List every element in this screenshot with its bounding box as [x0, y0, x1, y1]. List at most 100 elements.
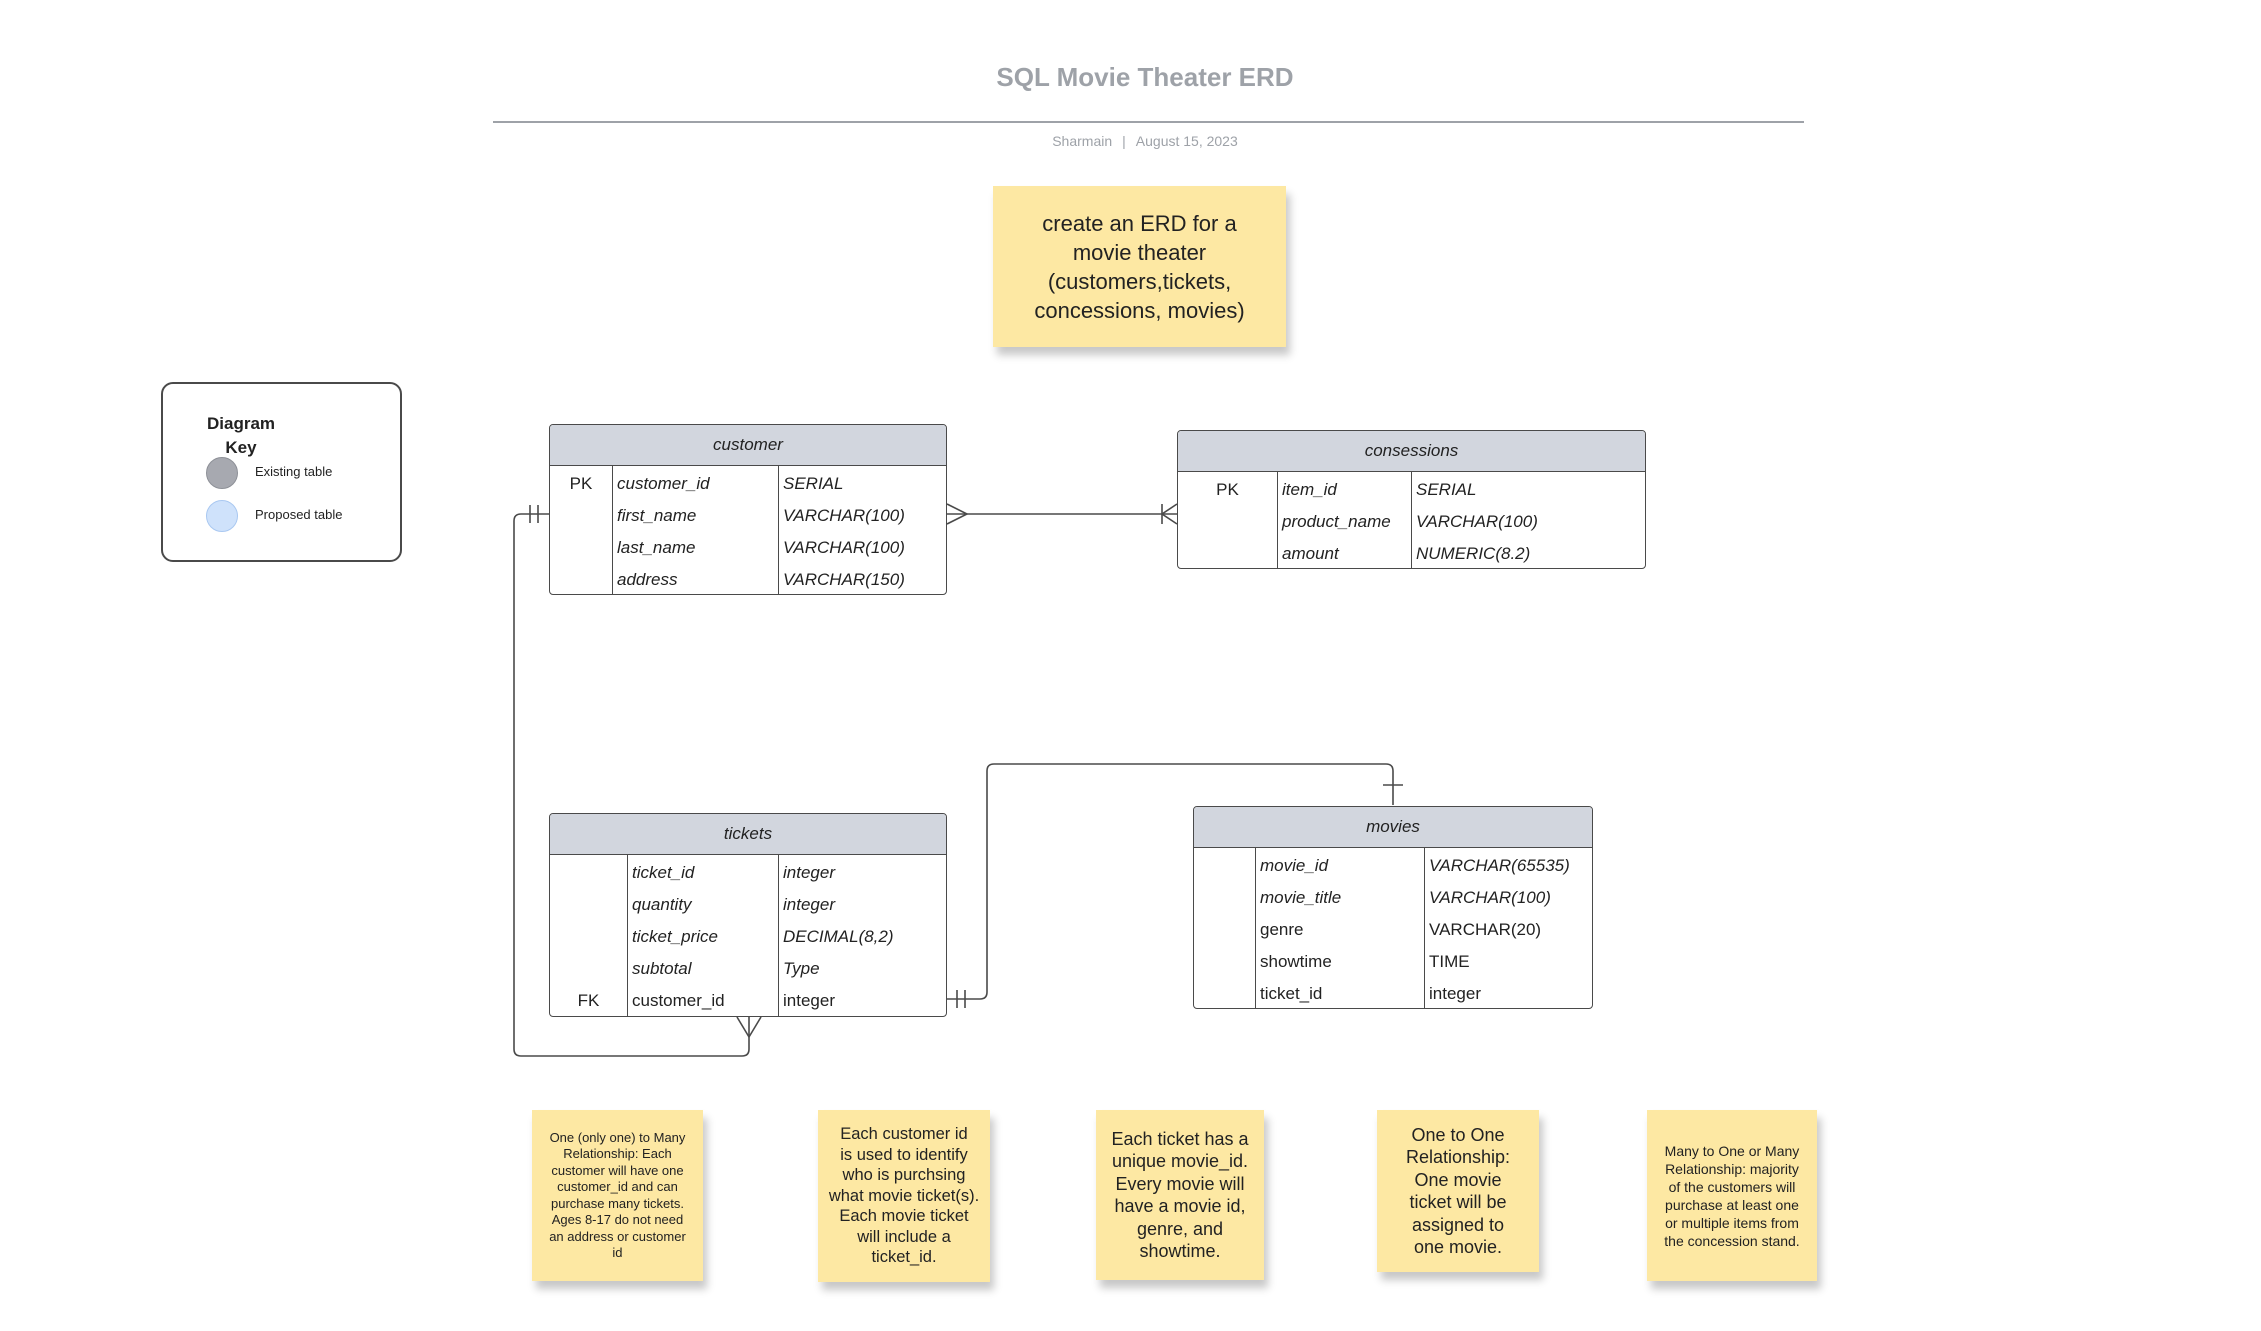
key-cell: [550, 889, 627, 921]
note-ticket-movie[interactable]: Each ticket has a unique movie_id. Every…: [1096, 1110, 1264, 1280]
table-row: ticket_price DECIMAL(8,2): [550, 921, 946, 953]
note-one-to-one[interactable]: One to One Relationship: One movie ticke…: [1377, 1110, 1539, 1272]
type-cell: Type: [783, 959, 820, 978]
type-cell: VARCHAR(65535): [1429, 856, 1570, 875]
table-row: amount NUMERIC(8.2): [1178, 538, 1645, 568]
type-cell: SERIAL: [783, 474, 844, 493]
table-row: PK item_id SERIAL: [1178, 474, 1645, 506]
key-cell: [550, 921, 627, 953]
table-row: last_name VARCHAR(100): [550, 532, 946, 564]
table-row: product_name VARCHAR(100): [1178, 506, 1645, 538]
type-cell: VARCHAR(100): [1429, 888, 1551, 907]
field-cell: showtime: [1260, 952, 1332, 971]
type-cell: VARCHAR(100): [1416, 512, 1538, 531]
type-cell: TIME: [1429, 952, 1470, 971]
tickets-table-header: tickets: [550, 814, 946, 855]
field-cell: ticket_id: [1260, 984, 1323, 1003]
key-cell: [1178, 538, 1277, 568]
type-cell: VARCHAR(100): [783, 506, 905, 525]
key-cell: [1178, 506, 1277, 538]
diagram-meta: Sharmain|August 15, 2023: [0, 133, 2261, 149]
table-row: showtime TIME: [1194, 946, 1592, 978]
key-cell: [550, 857, 627, 889]
key-cell: PK: [1216, 480, 1239, 499]
tickets-table[interactable]: tickets ticket_id integer quantity integ…: [549, 813, 947, 1017]
note-text: Each ticket has a unique movie_id. Every…: [1111, 1128, 1249, 1262]
field-cell: product_name: [1282, 512, 1391, 531]
field-cell: ticket_id: [632, 863, 695, 882]
existing-table-label: Existing table: [255, 464, 333, 479]
customer-tickets-connector: [513, 513, 750, 1057]
customer-table[interactable]: customer PK customer_id SERIAL first_nam…: [549, 424, 947, 595]
prompt-sticky-note[interactable]: create an ERD for a movie theater (custo…: [993, 186, 1286, 347]
field-cell: quantity: [632, 895, 692, 914]
table-row: first_name VARCHAR(100): [550, 500, 946, 532]
table-row: quantity integer: [550, 889, 946, 921]
title-divider: [493, 121, 1804, 123]
key-cell: [1194, 850, 1255, 882]
table-row: ticket_id integer: [550, 857, 946, 889]
consessions-table[interactable]: consessions PK item_id SERIAL product_na…: [1177, 430, 1646, 569]
table-row: movie_id VARCHAR(65535): [1194, 850, 1592, 882]
prompt-note-text: create an ERD for a movie theater (custo…: [1034, 210, 1245, 323]
movies-table[interactable]: movies movie_id VARCHAR(65535) movie_tit…: [1193, 806, 1593, 1009]
type-cell: VARCHAR(20): [1429, 920, 1542, 939]
date-label: August 15, 2023: [1135, 133, 1238, 149]
note-customer-id[interactable]: Each customer id is used to identify who…: [818, 1110, 990, 1282]
table-row: movie_title VARCHAR(100): [1194, 882, 1592, 914]
note-customer-tickets[interactable]: One (only one) to Many Relationship: Eac…: [532, 1110, 703, 1281]
movies-table-header: movies: [1194, 807, 1592, 848]
table-row: genre VARCHAR(20): [1194, 914, 1592, 946]
key-cell: [1194, 978, 1255, 1008]
existing-table-swatch: [206, 457, 238, 489]
field-cell: amount: [1282, 544, 1339, 563]
type-cell: integer: [783, 895, 835, 914]
customer-many-crowfoot: [946, 503, 969, 525]
note-text: One (only one) to Many Relationship: Eac…: [549, 1129, 686, 1261]
type-cell: DECIMAL(8,2): [783, 927, 894, 946]
field-cell: last_name: [617, 538, 696, 557]
field-cell: subtotal: [632, 959, 692, 978]
type-cell: SERIAL: [1416, 480, 1477, 499]
field-cell: item_id: [1282, 480, 1337, 499]
key-cell: [550, 532, 612, 564]
key-title: Diagram Key: [206, 414, 276, 457]
field-cell: first_name: [617, 506, 697, 525]
field-cell: ticket_price: [632, 927, 718, 946]
table-row: FK customer_id integer: [550, 985, 946, 1016]
field-cell: customer_id: [617, 474, 710, 493]
consessions-table-header: consessions: [1178, 431, 1645, 472]
note-text: Each customer id is used to identify who…: [828, 1125, 980, 1267]
note-many-to-one[interactable]: Many to One or Many Relationship: majori…: [1647, 1110, 1817, 1281]
field-cell: address: [617, 570, 678, 589]
proposed-table-label: Proposed table: [255, 507, 343, 522]
customer-table-header: customer: [550, 425, 946, 466]
meta-separator: |: [1122, 133, 1126, 149]
field-cell: movie_id: [1260, 856, 1329, 875]
field-cell: customer_id: [632, 991, 725, 1010]
note-text: One to One Relationship: One movie ticke…: [1405, 1124, 1511, 1258]
key-cell: FK: [577, 991, 600, 1010]
diagram-title: SQL Movie Theater ERD: [996, 62, 1294, 92]
key-cell: [1194, 914, 1255, 946]
diagram-key[interactable]: Diagram Key Existing table Proposed tabl…: [161, 382, 402, 562]
type-cell: integer: [1429, 984, 1481, 1003]
table-row: address VARCHAR(150): [550, 564, 946, 594]
key-cell: [550, 564, 612, 594]
type-cell: integer: [783, 991, 835, 1010]
type-cell: NUMERIC(8.2): [1416, 544, 1531, 563]
type-cell: VARCHAR(100): [783, 538, 905, 557]
key-cell: [550, 953, 627, 985]
field-cell: genre: [1260, 920, 1304, 939]
note-text: Many to One or Many Relationship: majori…: [1664, 1142, 1800, 1249]
table-row: ticket_id integer: [1194, 978, 1592, 1008]
table-row: subtotal Type: [550, 953, 946, 985]
proposed-table-swatch: [206, 500, 238, 532]
tickets-many-crowfoot: [736, 1016, 762, 1039]
key-cell: [1194, 946, 1255, 978]
key-cell: [1194, 882, 1255, 914]
type-cell: integer: [783, 863, 835, 882]
type-cell: VARCHAR(150): [783, 570, 905, 589]
field-cell: movie_title: [1260, 888, 1342, 907]
